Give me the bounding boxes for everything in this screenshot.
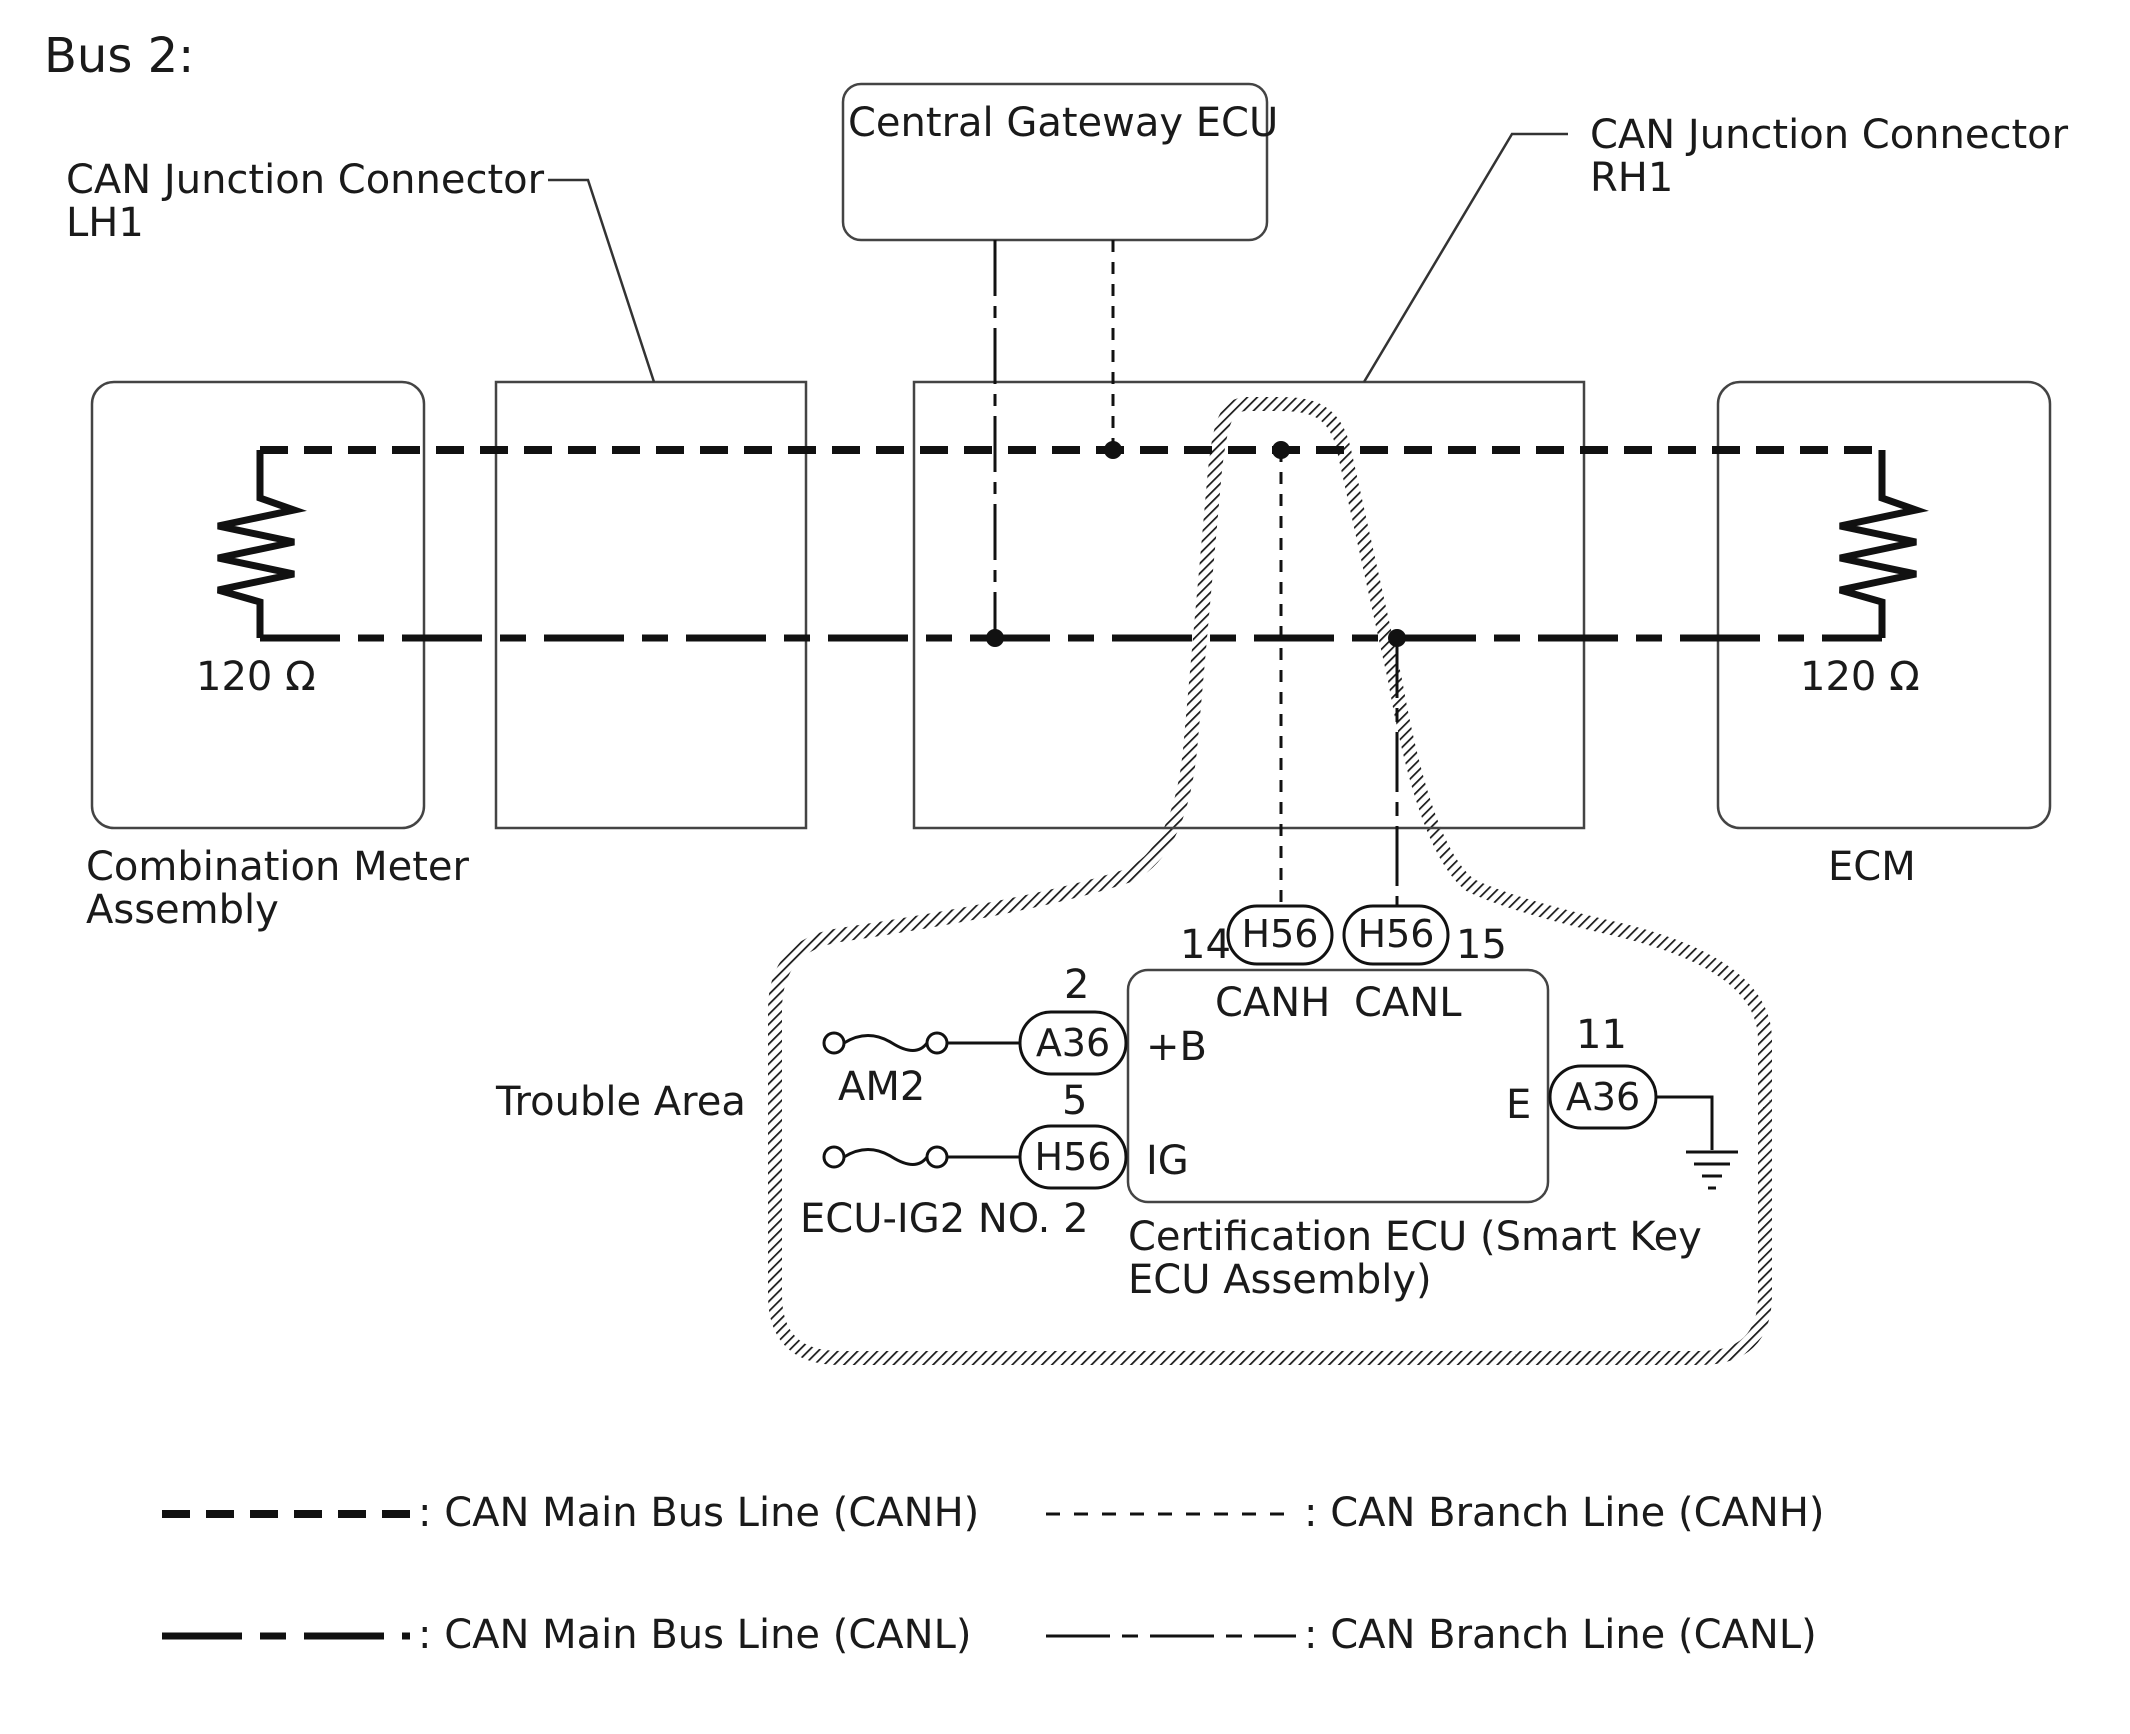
canh-connector-code: H56 xyxy=(1242,912,1319,956)
terminator-left-value: 120 Ω xyxy=(196,654,316,700)
combination-meter-box xyxy=(90,380,426,830)
terminator-right-value: 120 Ω xyxy=(1800,654,1920,700)
ecm-label: ECM xyxy=(1828,844,1916,890)
gateway-canl-junction xyxy=(986,629,1004,647)
certification-ecu-label-line2: ECU Assembly) xyxy=(1128,1257,1432,1303)
canh-connector-h56 xyxy=(1226,904,1334,966)
legend: : CAN Main Bus Line (CANH) : CAN Main Bu… xyxy=(162,1490,1825,1658)
plus-b-connector-a36 xyxy=(1018,1010,1128,1076)
certification-canh-junction xyxy=(1272,441,1290,459)
am2-fuse-label: AM2 xyxy=(838,1064,925,1110)
ig-pin-number: 5 xyxy=(1062,1078,1087,1124)
plus-b-connector-code: A36 xyxy=(1036,1021,1110,1065)
junction-rh1-label-line2: RH1 xyxy=(1590,155,1673,201)
diagram-title: Bus 2: xyxy=(44,28,194,84)
ig-connector-code: H56 xyxy=(1035,1135,1112,1179)
junction-lh1-label-line1: CAN Junction Connector xyxy=(66,157,545,203)
combination-meter-label-line2: Assembly xyxy=(86,887,279,933)
trouble-area-outline xyxy=(768,396,1772,1365)
canl-connector-h56 xyxy=(1342,904,1450,966)
legend-main-canl-label: : CAN Main Bus Line (CANL) xyxy=(418,1612,971,1658)
ecu-ig2-fuse-terminal-right xyxy=(925,1145,949,1169)
junction-lh1-label-line2: LH1 xyxy=(66,200,144,246)
trouble-area-label: Trouble Area xyxy=(495,1079,746,1125)
canl-signal-label: CANL xyxy=(1354,980,1462,1026)
gateway-canh-junction xyxy=(1104,441,1122,459)
combination-meter-label-line1: Combination Meter xyxy=(86,844,469,890)
ecu-ig2-fuse-icon xyxy=(843,1148,929,1166)
legend-branch-canh-label: : CAN Branch Line (CANH) xyxy=(1304,1490,1825,1536)
ground-pin-number: 11 xyxy=(1576,1012,1627,1058)
ground-connector-code: A36 xyxy=(1566,1075,1640,1119)
terminator-left-wire xyxy=(217,450,307,638)
ground-wire xyxy=(1656,1095,1714,1150)
central-gateway-box xyxy=(841,82,1269,242)
ecu-ig2-fuse-terminal-left xyxy=(822,1145,846,1169)
legend-branch-canl-label: : CAN Branch Line (CANL) xyxy=(1304,1612,1817,1658)
junction-lh1-leader xyxy=(548,178,656,383)
ig-connector-h56 xyxy=(1018,1124,1128,1190)
legend-main-canh-label: : CAN Main Bus Line (CANH) xyxy=(418,1490,979,1536)
plus-b-signal-label: +B xyxy=(1146,1024,1207,1070)
am2-fuse-terminal-right xyxy=(925,1031,949,1055)
canl-pin-number: 15 xyxy=(1456,922,1507,968)
terminator-right-wire xyxy=(1839,450,1929,638)
am2-fuse-terminal-left xyxy=(822,1031,846,1055)
canl-connector-code: H56 xyxy=(1358,912,1435,956)
central-gateway-label: Central Gateway ECU xyxy=(848,100,1278,146)
canh-pin-number: 14 xyxy=(1180,922,1231,968)
junction-connector-rh1-box xyxy=(912,380,1586,830)
ground-symbol-icon xyxy=(1686,1150,1738,1190)
junction-rh1-label-line1: CAN Junction Connector xyxy=(1590,112,2069,158)
plus-b-pin-number: 2 xyxy=(1064,962,1089,1008)
ecm-box xyxy=(1716,380,2052,830)
am2-fuse-icon xyxy=(843,1034,929,1052)
certification-canl-junction xyxy=(1388,629,1406,647)
certification-ecu-box xyxy=(1126,968,1550,1204)
junction-rh1-leader xyxy=(1362,132,1568,383)
certification-ecu-label-line1: Certification ECU (Smart Key xyxy=(1128,1214,1702,1260)
ecu-ig2-fuse-label: ECU-IG2 NO. 2 xyxy=(800,1196,1089,1242)
ground-signal-label: E xyxy=(1506,1082,1531,1128)
junction-connector-lh1-box xyxy=(494,380,808,830)
ig-signal-label: IG xyxy=(1146,1138,1189,1184)
canh-signal-label: CANH xyxy=(1215,980,1330,1026)
